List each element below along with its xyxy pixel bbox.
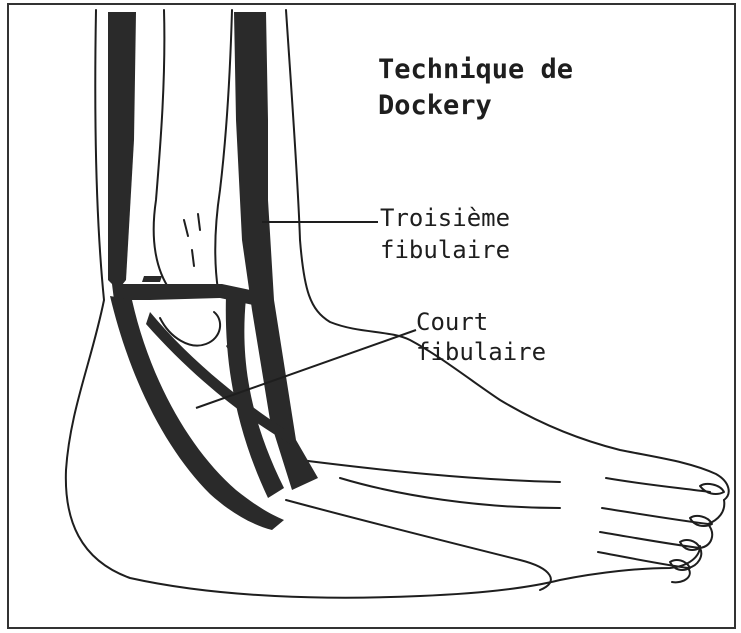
label-troisieme-line1: Troisième (380, 204, 510, 232)
tendons (108, 12, 318, 530)
label-troisieme-line2: fibulaire (380, 236, 510, 264)
label-court-line2: fibulaire (416, 338, 546, 366)
label-court-line1: Court (416, 308, 488, 336)
diagram-title-line2: Dockery (378, 90, 492, 121)
tendon-left-vertical (108, 12, 136, 290)
diagram-title-line1: Technique de (378, 54, 573, 85)
